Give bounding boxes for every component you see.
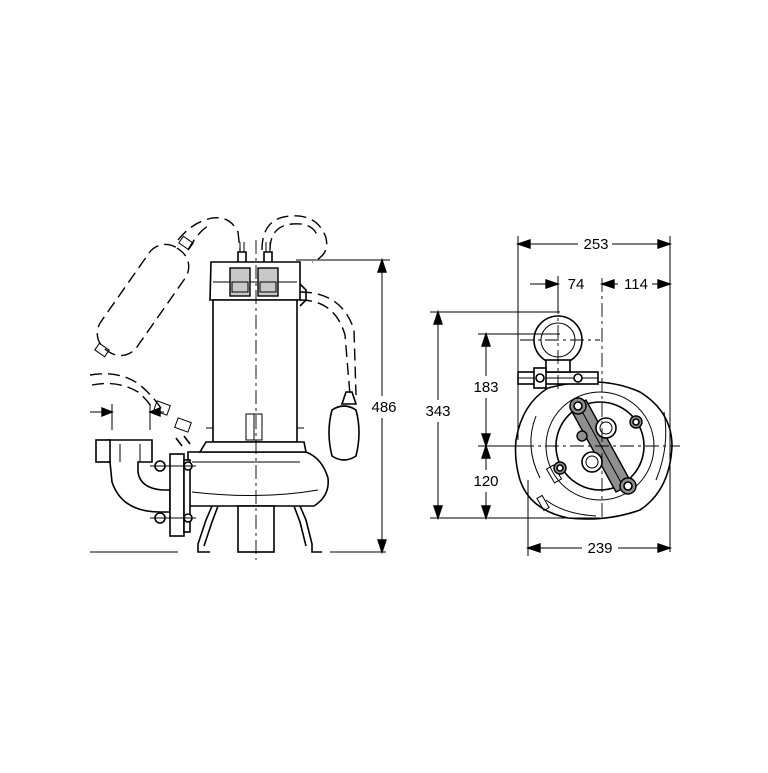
discharge-elbow [95,439,196,537]
pump-stand [197,505,322,553]
pump-volute [187,441,330,507]
side-view: 486 [89,215,398,560]
right-float-switch [261,215,360,461]
motor-housing [206,242,307,443]
dimension-upper-depth: 183 [468,331,560,449]
dimension-flange-offset: 74 [530,276,584,312]
dimension-label-114: 114 [624,276,648,293]
left-partial-dimension [90,404,164,430]
dimension-label-120: 120 [473,473,498,490]
dimension-label-253: 253 [583,236,608,253]
dimension-label-343: 343 [425,403,450,420]
dimension-label-239: 239 [587,540,612,557]
dimension-base-width: 239 [525,480,673,557]
dimension-label-486: 486 [371,399,396,416]
left-float-switch-phantom [89,217,241,447]
dimension-total-height: 486 [296,257,398,555]
top-view: 253 74 114 343 [420,234,680,557]
dimension-overall-width: 253 [515,234,673,552]
dimension-label-74: 74 [568,276,585,293]
dimension-right-offset: 114 [599,275,673,293]
dimension-depth: 343 [420,309,600,521]
dimension-lower-depth: 120 [468,443,504,521]
dimension-label-183: 183 [473,379,498,396]
